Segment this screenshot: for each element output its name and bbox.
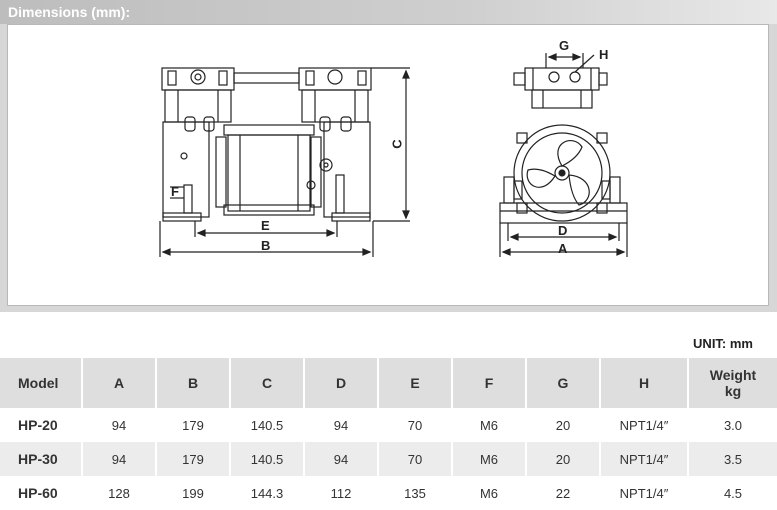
header-g: G	[526, 358, 601, 408]
cell: 140.5	[230, 408, 305, 442]
cell: 3.5	[688, 442, 777, 476]
cell: 112	[304, 476, 379, 510]
cell: 179	[156, 442, 231, 476]
dim-label-b: B	[261, 238, 271, 253]
header-b: B	[156, 358, 231, 408]
cell: NPT1/4″	[600, 442, 689, 476]
header-c: C	[230, 358, 305, 408]
pump-drawing-svg	[159, 53, 628, 257]
cell: 70	[378, 442, 453, 476]
unit-label: UNIT: mm	[693, 336, 753, 351]
header-d: D	[304, 358, 379, 408]
spec-table: Model A B C D E F G H Weight kg HP-20 94…	[0, 358, 777, 510]
cell: M6	[452, 476, 527, 510]
cell: M6	[452, 442, 527, 476]
cell-model: HP-20	[0, 408, 83, 442]
cell: 20	[526, 442, 601, 476]
dim-label-d: D	[558, 223, 568, 238]
header-model: Model	[0, 358, 83, 408]
cell: NPT1/4″	[600, 476, 689, 510]
cell: 20	[526, 408, 601, 442]
cell-model: HP-60	[0, 476, 83, 510]
cell: 22	[526, 476, 601, 510]
technical-drawing: F E B C G H D A	[7, 24, 769, 306]
header-weight: Weight kg	[688, 358, 777, 408]
table-row: HP-30 94 179 140.5 94 70 M6 20 NPT1/4″ 3…	[0, 442, 777, 476]
cell: 94	[304, 408, 379, 442]
dim-label-h: H	[599, 47, 609, 62]
table-row: HP-20 94 179 140.5 94 70 M6 20 NPT1/4″ 3…	[0, 408, 777, 442]
dim-label-e: E	[261, 218, 270, 233]
cell: 94	[304, 442, 379, 476]
cell: 4.5	[688, 476, 777, 510]
dim-label-g: G	[559, 38, 570, 53]
panel-title: Dimensions (mm):	[0, 0, 777, 24]
table-header-row: Model A B C D E F G H Weight kg	[0, 358, 777, 408]
header-h: H	[600, 358, 689, 408]
dim-label-c: C	[389, 139, 405, 149]
front-view	[499, 53, 628, 257]
cell: 179	[156, 408, 231, 442]
cell: NPT1/4″	[600, 408, 689, 442]
dim-label-a: A	[558, 241, 568, 256]
header-a: A	[82, 358, 157, 408]
cell: 140.5	[230, 442, 305, 476]
cell: M6	[452, 408, 527, 442]
cell: 199	[156, 476, 231, 510]
side-view	[159, 67, 410, 257]
cell: 94	[82, 442, 157, 476]
cell: 94	[82, 408, 157, 442]
header-e: E	[378, 358, 453, 408]
header-f: F	[452, 358, 527, 408]
cell-model: HP-30	[0, 442, 83, 476]
table-row: HP-60 128 199 144.3 112 135 M6 22 NPT1/4…	[0, 476, 777, 510]
cell: 128	[82, 476, 157, 510]
cell: 135	[378, 476, 453, 510]
dim-label-f: F	[171, 184, 179, 199]
cell: 3.0	[688, 408, 777, 442]
cell: 144.3	[230, 476, 305, 510]
cell: 70	[378, 408, 453, 442]
dimensions-panel: Dimensions (mm):	[0, 0, 777, 312]
